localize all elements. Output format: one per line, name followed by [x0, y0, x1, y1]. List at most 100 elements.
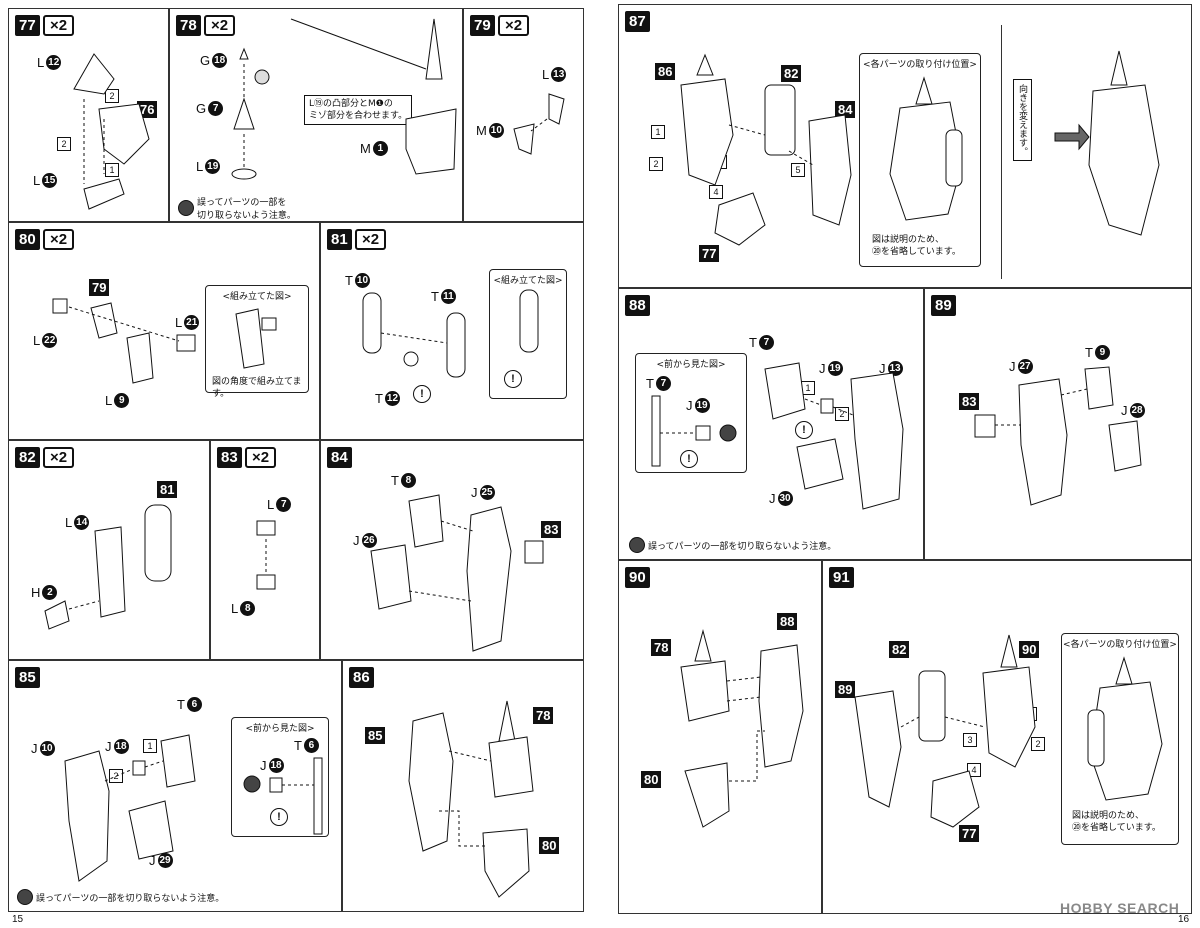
- seq-num: 5: [791, 163, 805, 177]
- step-85: 85 T6 J10 J18 J29 1 2 <前から見た図> J18 T6 ! …: [8, 660, 342, 912]
- seq-num: 1: [651, 125, 665, 139]
- multiplier: ×2: [43, 229, 75, 250]
- multiplier: ×2: [43, 15, 75, 36]
- step-number: 88: [625, 295, 650, 316]
- part-ref: 82: [889, 641, 910, 658]
- part-ref: 89: [835, 681, 856, 698]
- caution-icon: !: [795, 421, 813, 439]
- seq-num: 4: [709, 185, 723, 199]
- warning-note: 誤ってパーツの一部を切り取らないよう注意。: [629, 537, 836, 553]
- step-number: 79: [470, 15, 495, 36]
- part-ref: 77: [959, 825, 980, 842]
- seq-num: 2: [105, 89, 119, 103]
- seq-num: 2: [835, 407, 849, 421]
- part-drawing: [408, 700, 534, 898]
- part-ref: 78: [651, 639, 672, 656]
- seq-num: 1: [105, 163, 119, 177]
- warning-note: 誤ってパーツの一部を切り取らないよう注意。: [178, 195, 296, 221]
- part-ref: 81: [157, 481, 178, 498]
- part-ref: 85: [365, 727, 386, 744]
- seq-num: 4: [967, 763, 981, 777]
- step-number: 89: [931, 295, 956, 316]
- step-number: 82: [15, 447, 40, 468]
- part-drawing: [680, 629, 804, 828]
- step-number: 87: [625, 11, 650, 32]
- step-number: 81: [327, 229, 352, 250]
- watermark: HOBBY SEARCH: [1060, 900, 1180, 916]
- step-number: 84: [327, 447, 352, 468]
- multiplier: ×2: [204, 15, 236, 36]
- part-ref: 90: [1019, 641, 1040, 658]
- part-ref: 83: [959, 393, 980, 410]
- part-drawing: [235, 308, 277, 369]
- seq-num: 1: [143, 739, 157, 753]
- multiplier: ×2: [355, 229, 387, 250]
- explanation-note: 図は説明のため、 ⑳を省略しています。: [872, 235, 961, 257]
- part-drawing: [362, 292, 466, 378]
- part-drawing: [1087, 656, 1163, 801]
- part-ref: 84: [835, 101, 856, 118]
- part-ref: 86: [655, 63, 676, 80]
- step-90: 90 78 88 80: [618, 560, 822, 914]
- section-divider: [1001, 25, 1002, 279]
- part-drawing: [64, 734, 196, 882]
- multiplier: ×2: [498, 15, 530, 36]
- page-number-right: 16: [1178, 914, 1190, 925]
- caution-icon: !: [270, 808, 288, 826]
- part-drawing: [513, 93, 565, 155]
- part-drawing: [243, 757, 323, 835]
- part-drawing: [764, 362, 904, 510]
- seq-num: 3: [963, 733, 977, 747]
- part-drawing: [73, 53, 150, 210]
- part-ref: 88: [777, 613, 798, 630]
- part-drawing: [519, 289, 539, 353]
- scissors-warning-icon: [17, 889, 33, 905]
- scissors-warning-icon: [178, 200, 194, 216]
- assembled-view: <組み立てた図> !: [489, 269, 567, 399]
- step-number: 90: [625, 567, 650, 588]
- part-drawing: [974, 366, 1142, 506]
- part-drawing: [889, 76, 963, 221]
- instruction-callout: L⑲の凸部分とM❶の ミゾ部分を合わせます。: [304, 95, 413, 125]
- page-number-left: 15: [12, 914, 24, 925]
- assembled-view: <組み立てた図> 図の角度で組み立てます。: [205, 285, 309, 399]
- step-number: 85: [15, 667, 40, 688]
- step-number: 86: [349, 667, 374, 688]
- step-number: 83: [217, 447, 242, 468]
